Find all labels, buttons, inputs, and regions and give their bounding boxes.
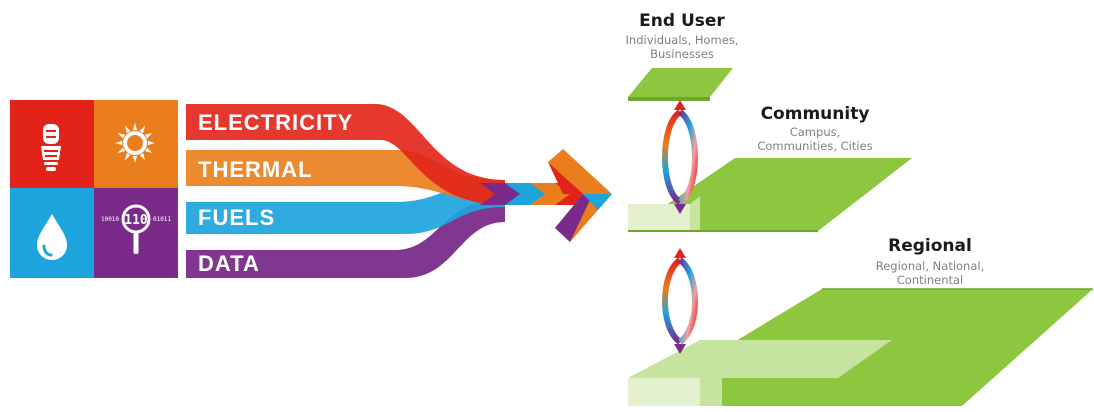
data-label: DATA	[198, 251, 260, 276]
regional-platform	[628, 288, 1093, 406]
regional-subtitle-line2: Continental	[896, 273, 964, 287]
end-user-platform	[628, 68, 733, 101]
end-user-title: End User	[639, 11, 725, 31]
binary-right: 01011	[153, 216, 171, 223]
thermal-label: THERMAL	[198, 157, 313, 182]
electricity-stream	[186, 104, 505, 205]
community-subtitle-line2: Communities, Cities	[757, 139, 873, 153]
sun-icon	[115, 123, 155, 163]
end-user-subtitle-line1: Individuals, Homes,	[625, 33, 739, 47]
exchange-connector-lower	[662, 248, 698, 354]
end-user-subtitle-line2: Businesses	[650, 47, 714, 61]
electricity-label: ELECTRICITY	[198, 110, 353, 135]
regional-subtitle-line1: Regional, National,	[875, 259, 985, 273]
binary-left: 10010	[101, 216, 119, 223]
water-drop-icon	[37, 214, 67, 260]
fuels-label: FUELS	[198, 205, 275, 230]
combined-flow-arrow	[480, 149, 612, 242]
fuels-stream	[186, 183, 505, 234]
community-subtitle-line1: Campus,	[789, 125, 841, 139]
community-platform	[628, 158, 912, 232]
light-bulb-icon	[41, 124, 61, 171]
regional-title: Regional	[888, 236, 972, 256]
data-magnifier-icon: 110 10010 01011	[101, 204, 171, 254]
exchange-connector-upper	[662, 100, 698, 214]
community-title: Community	[760, 104, 870, 124]
icon-grid: 110 10010 01011	[10, 100, 178, 278]
energy-streams: ELECTRICITY THERMAL FUELS DATA	[186, 104, 612, 278]
data-stream	[186, 199, 505, 278]
magnifier-digits: 110	[124, 213, 148, 228]
